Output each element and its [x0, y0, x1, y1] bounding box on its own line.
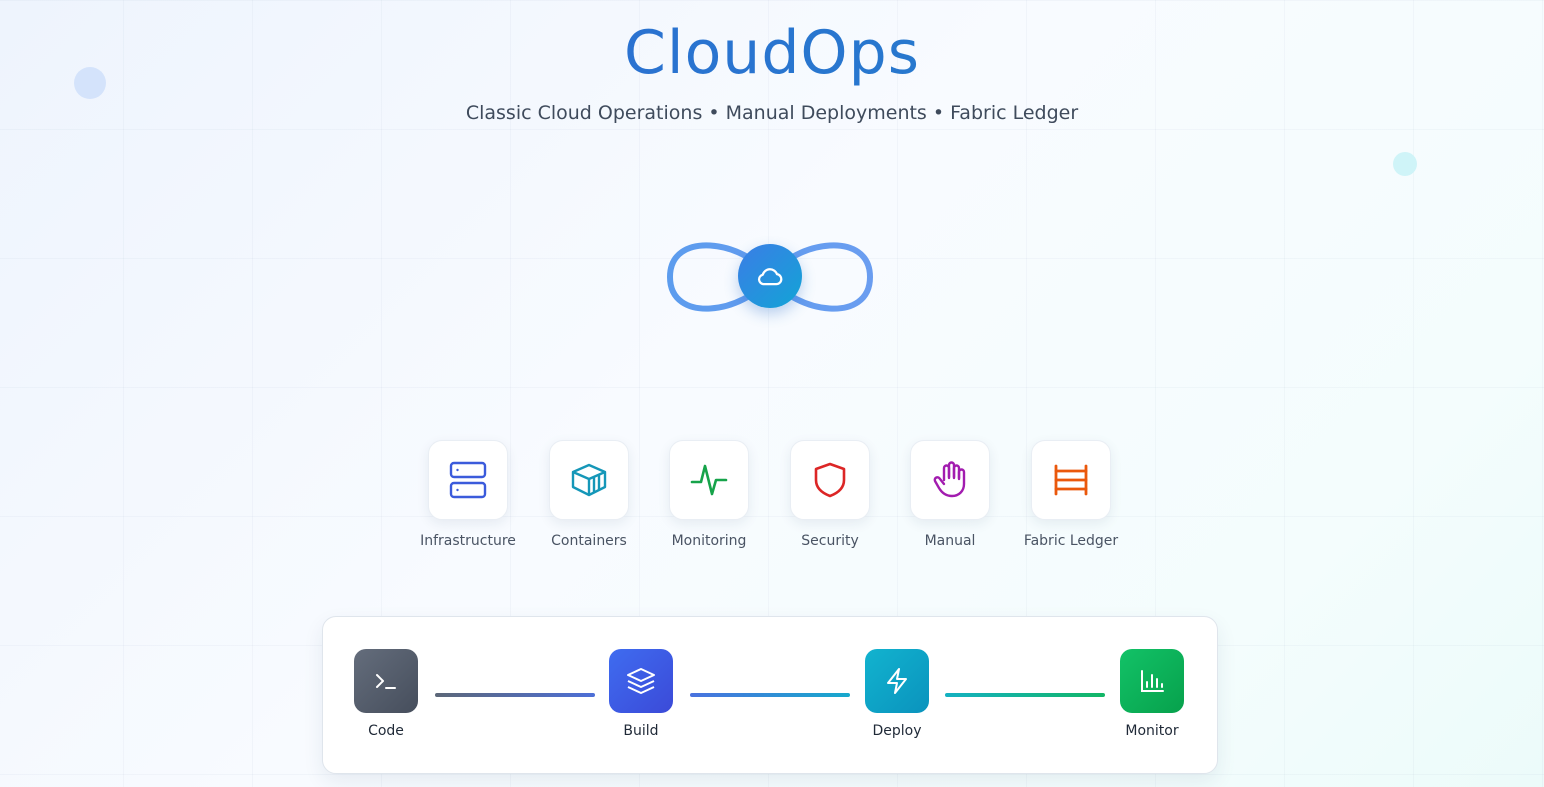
stage-deploy-tile[interactable] — [865, 649, 929, 713]
tool-manual-tile[interactable] — [910, 440, 990, 520]
stage-label: Code — [368, 723, 404, 739]
page-title: CloudOps — [0, 18, 1544, 88]
stage-label: Monitor — [1125, 723, 1179, 739]
stage-monitor[interactable]: Monitor — [1102, 649, 1202, 739]
stage-label: Deploy — [872, 723, 922, 739]
tool-manual[interactable]: Manual — [895, 440, 1005, 549]
tool-label: Fabric Ledger — [1023, 533, 1119, 549]
tool-fabric-ledger[interactable]: Fabric Ledger — [1016, 440, 1126, 549]
tool-containers-tile[interactable] — [549, 440, 629, 520]
bar-chart-icon — [1141, 670, 1164, 692]
tool-label: Monitoring — [671, 533, 747, 549]
tool-label: Infrastructure — [420, 533, 516, 549]
decorative-dot — [74, 67, 106, 99]
activity-icon — [690, 464, 728, 496]
container-icon — [571, 463, 607, 497]
tool-infrastructure-tile[interactable] — [428, 440, 508, 520]
tool-fabric-ledger-tile[interactable] — [1031, 440, 1111, 520]
tool-containers[interactable]: Containers — [534, 440, 644, 549]
stage-build[interactable]: Build — [591, 649, 691, 739]
shield-icon — [814, 462, 846, 498]
ledger-icon — [1054, 464, 1088, 496]
decorative-dot — [1393, 152, 1417, 176]
logo-cloud-button[interactable] — [738, 244, 802, 308]
stage-code-tile[interactable] — [354, 649, 418, 713]
stage-deploy[interactable]: Deploy — [847, 649, 947, 739]
cloud-icon — [757, 268, 783, 286]
tool-monitoring-tile[interactable] — [669, 440, 749, 520]
stage-label: Build — [623, 723, 659, 739]
page-subtitle: Classic Cloud Operations • Manual Deploy… — [465, 102, 1079, 124]
terminal-icon — [376, 674, 396, 689]
tool-security-tile[interactable] — [790, 440, 870, 520]
pipeline-connector — [435, 693, 595, 697]
zap-icon — [887, 668, 907, 694]
stage-monitor-tile[interactable] — [1120, 649, 1184, 713]
tool-monitoring[interactable]: Monitoring — [654, 440, 764, 549]
pipeline-panel: Code Build Deploy Monitor — [322, 616, 1218, 774]
tool-label: Containers — [551, 533, 627, 549]
pipeline-connector — [690, 693, 850, 697]
tool-label: Security — [801, 533, 859, 549]
pipeline-connector — [945, 693, 1105, 697]
tool-security[interactable]: Security — [775, 440, 885, 549]
stage-build-tile[interactable] — [609, 649, 673, 713]
tool-label: Manual — [924, 533, 976, 549]
layers-icon — [627, 668, 655, 694]
hand-icon — [933, 461, 966, 498]
server-icon — [449, 461, 487, 499]
tool-infrastructure[interactable]: Infrastructure — [413, 440, 523, 549]
stage-code[interactable]: Code — [336, 649, 436, 739]
